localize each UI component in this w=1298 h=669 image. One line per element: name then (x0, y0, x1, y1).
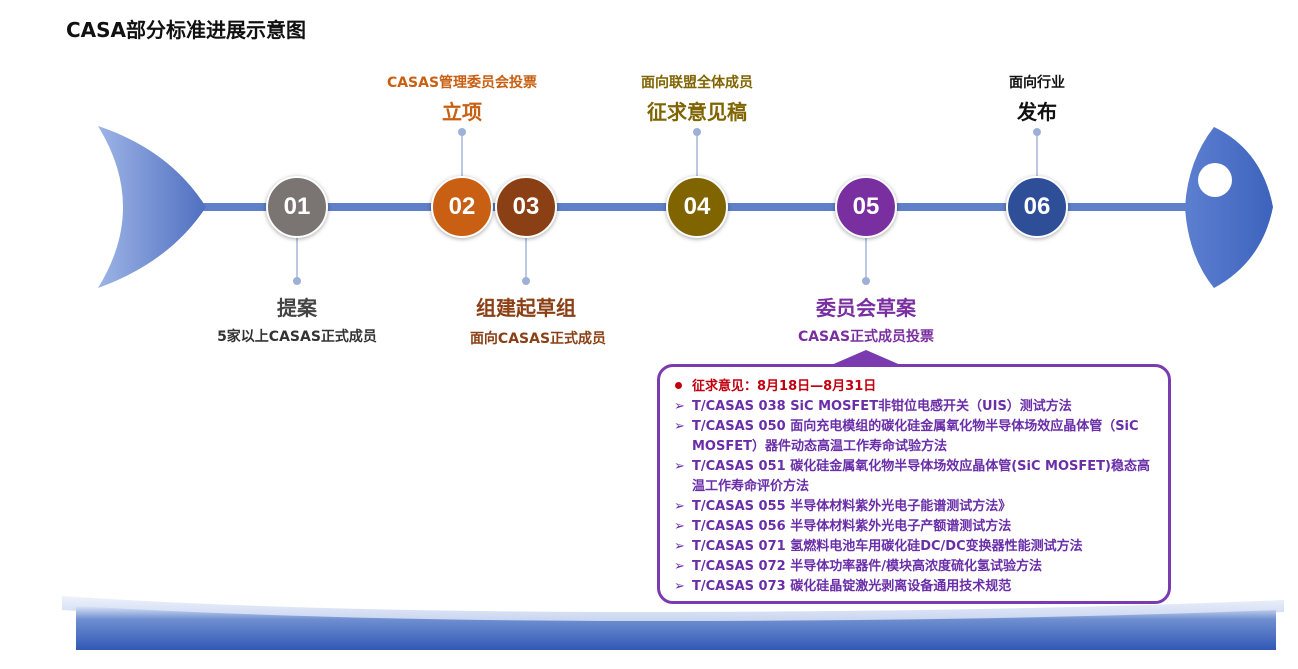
step-06-name: 发布 (1017, 100, 1057, 124)
standard-item: ➢T/CASAS 038 SiC MOSFET非钳位电感开关（UIS）测试方法 (674, 397, 1160, 417)
standard-item: ➢T/CASAS 050 面向充电模组的碳化硅金属氧化物半导体场效应晶体管（Si… (674, 417, 1160, 457)
callout-pointer (829, 350, 903, 366)
step-02-sub: CASAS管理委员会投票 (386, 75, 538, 91)
step-04-sub: 面向联盟全体成员 (641, 75, 753, 91)
bullet-dot-icon (675, 382, 682, 389)
standard-item: ➢T/CASAS 055 半导体材料紫外光电子能谱测试方法》 (674, 497, 1160, 517)
step-03-sub: 面向CASAS正式成员 (469, 331, 607, 347)
step-node-03: 03 (495, 176, 557, 238)
step-05-name: 委员会草案 (816, 296, 916, 320)
standard-item: ➢T/CASAS 073 碳化硅晶锭激光剥离设备通用技术规范 (674, 577, 1160, 597)
step-node-06: 06 (1006, 176, 1068, 238)
arrow-bullet-icon: ➢ (674, 539, 685, 554)
comment-period-line: 征求意见：8月18日—8月31日 (674, 377, 1160, 397)
standard-item: ➢T/CASAS 071 氢燃料电池车用碳化硅DC/DC变换器性能测试方法 (674, 537, 1160, 557)
arrow-bullet-icon: ➢ (674, 419, 685, 434)
step-01-sub: 5家以上CASAS正式成员 (217, 329, 377, 345)
standard-item: ➢T/CASAS 072 半导体功率器件/模块高浓度硫化氢试验方法 (674, 557, 1160, 577)
step-06-sub: 面向行业 (1009, 75, 1065, 91)
step-node-04: 04 (666, 176, 728, 238)
standard-item: ➢T/CASAS 051 碳化硅金属氧化物半导体场效应晶体管(SiC MOSFE… (674, 457, 1160, 497)
standards-callout: 征求意见：8月18日—8月31日 ➢T/CASAS 038 SiC MOSFET… (657, 364, 1171, 604)
fish-head (1185, 127, 1273, 288)
arrow-bullet-icon: ➢ (674, 519, 685, 534)
step-01-name: 提案 (277, 296, 317, 320)
page-title: CASA部分标准进展示意图 (66, 18, 307, 42)
step-02-name: 立项 (442, 100, 482, 124)
step-node-05: 05 (835, 176, 897, 238)
step-node-02: 02 (431, 176, 493, 238)
step-04-name: 征求意见稿 (647, 100, 747, 124)
step-03-name: 组建起草组 (476, 296, 576, 320)
bottom-wave-top (62, 596, 1284, 625)
arrow-bullet-icon: ➢ (674, 499, 685, 514)
comment-period-text: 征求意见：8月18日—8月31日 (692, 379, 877, 394)
arrow-bullet-icon: ➢ (674, 579, 685, 594)
step-node-01: 01 (266, 176, 328, 238)
fish-tail (98, 126, 206, 288)
standard-item: ➢T/CASAS 056 半导体材料紫外光电子产额谱测试方法 (674, 517, 1160, 537)
arrow-bullet-icon: ➢ (674, 399, 685, 414)
fish-eye (1198, 163, 1232, 197)
arrow-bullet-icon: ➢ (674, 459, 685, 474)
step-05-sub: CASAS正式成员投票 (797, 329, 935, 345)
bottom-wave (76, 606, 1276, 650)
arrow-bullet-icon: ➢ (674, 559, 685, 574)
